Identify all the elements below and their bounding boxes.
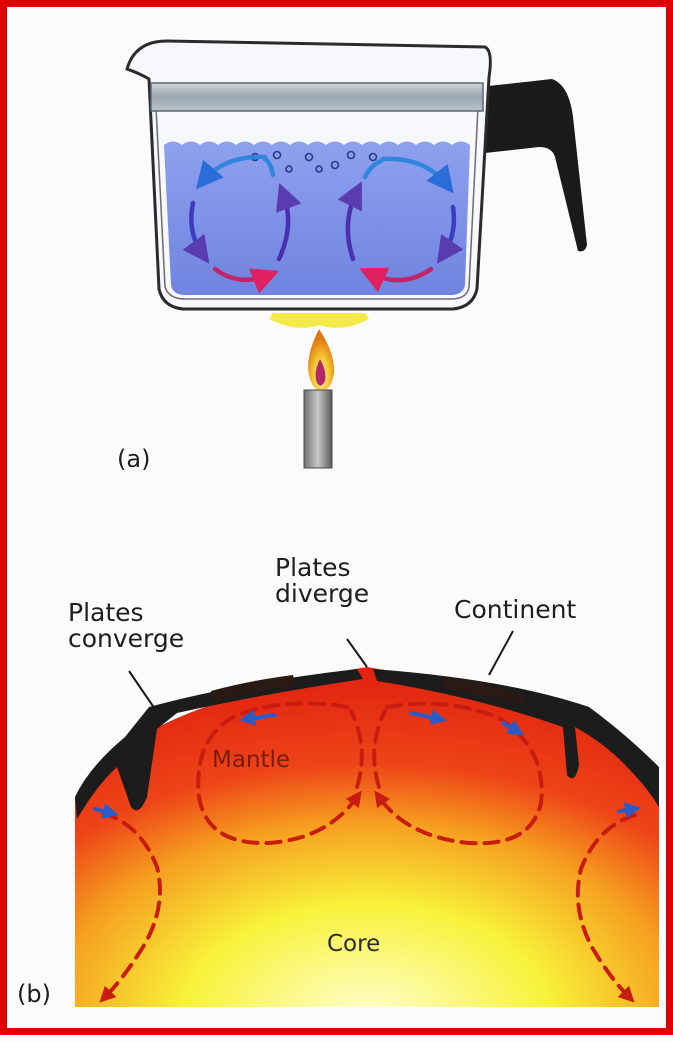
label-mantle: Mantle [212,748,290,772]
label-plates-diverge: Plates diverge [275,555,369,608]
heat-plate [269,313,369,328]
leader-diverge [347,639,367,667]
convection-illustration [7,7,673,1042]
figure-label-b: (b) [17,982,51,1007]
coffee-pot [127,41,587,468]
burner [304,390,332,468]
leader-continent [489,631,513,675]
pot-band [151,83,483,111]
pot-handle [479,79,587,251]
label-plates-converge: Plates converge [68,600,184,653]
label-core: Core [327,932,380,956]
earth-cross-section [67,631,667,1017]
figure-label-a: (a) [117,447,150,472]
mantle-core-gradient [67,647,667,1017]
label-continent: Continent [454,597,576,623]
leader-converge [129,671,159,715]
